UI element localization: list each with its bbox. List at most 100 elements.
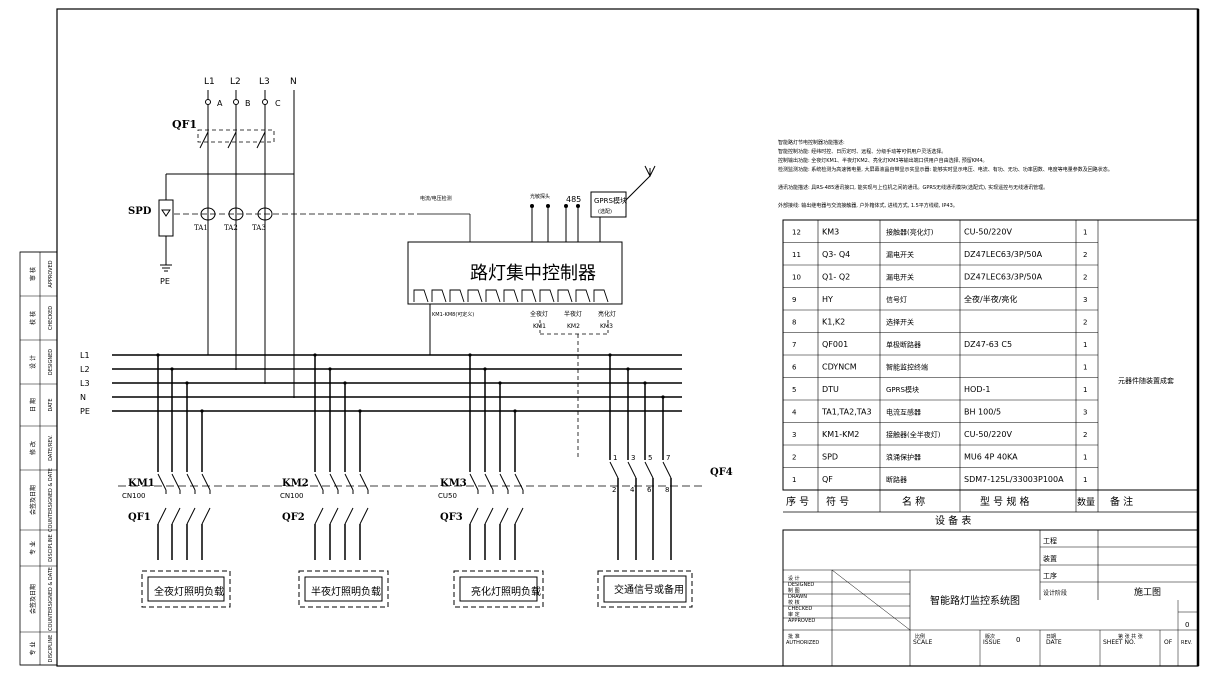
tb-drawn-en: DRAWN <box>788 594 807 600</box>
strip-en: DATE <box>48 398 54 411</box>
table-cell: 漏电开关 <box>886 272 914 281</box>
power-note: 电流/电压检测 <box>420 195 452 202</box>
spd-label: SPD <box>128 206 152 217</box>
phase-l2-label: L2 <box>230 77 241 87</box>
table-cell: 2 <box>1083 251 1087 259</box>
strip-cn: 设 计 <box>29 355 37 369</box>
strip-en: APPROVED <box>48 260 54 287</box>
table-cell: 2 <box>1083 431 1087 439</box>
table-cell: 1 <box>1083 341 1087 349</box>
strip-cn: 专 业 <box>29 642 37 656</box>
table-cell: 信号灯 <box>886 295 907 304</box>
table-cell: TA1,TA2,TA3 <box>821 407 872 416</box>
tb-checked-en: CHECKED <box>788 606 812 612</box>
tb-sheet-cn: 第 张 共 张 <box>1118 633 1143 640</box>
table-cell: QF <box>822 475 833 484</box>
bus-pe-label: PE <box>80 407 90 416</box>
ct-ta3-label: TA3 <box>252 224 266 232</box>
contactor-switch <box>171 473 181 491</box>
table-cell: 1 <box>1083 476 1087 484</box>
tb-designed: 设 计 <box>788 575 800 582</box>
load-box <box>147 576 225 602</box>
pe-ground-label: PE <box>160 277 170 286</box>
strip-cn: 会签及日期 <box>29 584 37 614</box>
equipment-table: 元器件随装置成套 序 号 符 号 名 称 型 号 规 格 数量 备 注 设 备 … <box>782 219 1199 531</box>
branch3-breaker: CU50 <box>438 492 457 500</box>
table-cell: Q1- Q2 <box>822 272 850 281</box>
branch-labels: KM1 CN100 QF1 KM2 CN100 QF2 KM3 CU50 QF3… <box>122 467 733 598</box>
tb-approved-en: APPROVED <box>788 618 815 624</box>
note-line-5: 通讯功能描述: 具RS-485通讯接口, 能实现与上位机之间的通讯。GPRS无线… <box>778 184 1048 191</box>
th-no: 序 号 <box>786 495 809 508</box>
strip-en: COUNTERSIGNED & DATE <box>48 567 54 631</box>
table-cell: 8 <box>792 318 796 326</box>
relay-contact <box>575 289 591 303</box>
out-label-full: 全夜灯 <box>530 310 548 318</box>
strip-cn: 修 改 <box>29 441 37 455</box>
load-full-night: 全夜灯照明负载 <box>154 585 224 598</box>
tb-approved: 审 定 <box>788 611 800 618</box>
breaker-switch <box>329 507 339 525</box>
relay-contact <box>593 289 609 303</box>
table-cell: 5 <box>792 386 796 394</box>
table-cell: CU-50/220V <box>964 227 1012 236</box>
tb-drawing-title: 智能路灯监控系统图 <box>930 594 1020 607</box>
terminal-number: 4 <box>630 486 635 494</box>
strip-en: CHECKED <box>48 306 54 330</box>
ct-ta2-label: TA2 <box>224 224 238 232</box>
load-traffic: 交通信号或备用 <box>614 583 684 596</box>
table-cell: KM3 <box>822 227 839 236</box>
table-cell: 12 <box>792 228 801 236</box>
bus-n-label: N <box>80 393 86 402</box>
table-cell: 选择开关 <box>886 317 914 326</box>
tb-authorized-en: AUTHORIZED <box>786 640 819 646</box>
table-cell: 9 <box>792 296 796 304</box>
tb-checked: 校 核 <box>788 599 800 606</box>
strip-cn: 审 核 <box>29 267 37 281</box>
tb-sheet: SHEET NO. <box>1103 639 1135 646</box>
table-cell: MU6 4P 40KA <box>964 452 1018 461</box>
terminal-number: 3 <box>631 454 635 462</box>
relay-contact <box>485 289 501 303</box>
breaker-switch <box>484 507 494 525</box>
table-cell: 3 <box>1083 296 1087 304</box>
phase-l3-label: L3 <box>259 77 270 87</box>
power-input: L1 L2 L3 N A B C QF1 SPD PE <box>128 77 420 398</box>
table-cell: QF001 <box>822 340 848 349</box>
table-caption: 设 备 表 <box>935 514 971 527</box>
phase-l1-label: L1 <box>204 77 215 87</box>
table-cell: SDM7-125L/33003P100A <box>964 475 1064 484</box>
load-box-outer <box>597 570 693 608</box>
relay-contact <box>431 289 447 303</box>
tb-device: 装置 <box>1043 554 1057 563</box>
relay-contact <box>467 289 483 303</box>
branch1-qf: QF1 <box>128 512 151 523</box>
contactor-switch <box>201 473 211 491</box>
input-terminal <box>576 204 580 208</box>
table-cell: 2 <box>1083 318 1087 326</box>
table-cell: GPRS模块 <box>886 385 919 394</box>
load-box <box>304 576 383 602</box>
spare-switch <box>662 461 672 479</box>
breaker-switch <box>514 507 524 525</box>
table-cell: 1 <box>1083 453 1087 461</box>
table-cell: Q3- Q4 <box>822 250 850 259</box>
contactor-switch <box>157 473 167 491</box>
load-half-night: 半夜灯照明负载 <box>311 585 381 598</box>
tb-process: 工序 <box>1043 571 1057 580</box>
strip-en: DISCIPLINE <box>48 635 54 663</box>
load-box-outer <box>453 570 544 608</box>
terminal-number: 5 <box>648 454 652 462</box>
table-cell: K1,K2 <box>822 317 845 326</box>
table-cell: 智能监控终端 <box>886 362 928 371</box>
traffic-qf: QF4 <box>710 467 733 478</box>
table-cell: 漏电开关 <box>886 250 914 259</box>
strip-cn: 专 业 <box>29 541 37 555</box>
breaker-switch <box>314 507 324 525</box>
table-cell: 3 <box>792 431 796 439</box>
ct-ta1-label: TA1 <box>194 224 208 232</box>
tb-date: DATE <box>1046 639 1062 646</box>
strip-cn: 日 期 <box>29 398 37 412</box>
table-cell: 接触器(全半夜灯) <box>886 430 941 439</box>
